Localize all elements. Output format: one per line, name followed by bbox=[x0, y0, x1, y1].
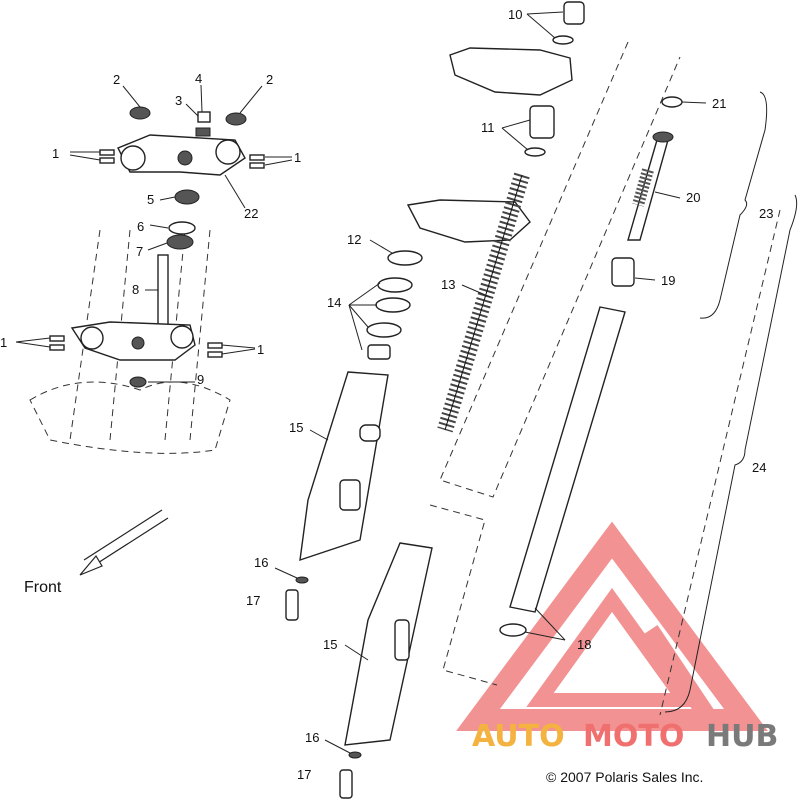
callout-17: 17 bbox=[246, 593, 260, 608]
leader-lines-left bbox=[15, 84, 293, 383]
callout-1: 1 bbox=[0, 335, 7, 350]
callout-2: 2 bbox=[113, 72, 120, 87]
callout-2: 2 bbox=[266, 72, 273, 87]
callout-labels: 1 1 1 1 2 2 3 4 5 6 7 8 9 10 11 12 13 14… bbox=[0, 7, 773, 782]
leader-lines-right bbox=[274, 11, 707, 754]
inner-tube bbox=[509, 306, 626, 613]
stem-lower-nut bbox=[129, 376, 147, 388]
slide-bushing bbox=[499, 623, 527, 637]
front-label: Front bbox=[24, 579, 62, 596]
upper-clamp-bolts-left bbox=[99, 149, 115, 164]
callout-15: 15 bbox=[289, 420, 303, 435]
wordmark-moto: MOTO bbox=[583, 719, 684, 754]
dust-wiper bbox=[387, 250, 423, 266]
callout-23: 23 bbox=[759, 206, 773, 221]
automotohub-logo bbox=[456, 521, 768, 731]
callout-19: 19 bbox=[661, 273, 675, 288]
callout-15: 15 bbox=[323, 637, 337, 652]
stem-nut bbox=[195, 127, 211, 137]
upper-clamp-right bbox=[449, 47, 573, 96]
callout-17: 17 bbox=[297, 767, 311, 782]
top-cap bbox=[563, 1, 585, 25]
clamp-nut-left bbox=[129, 106, 151, 120]
clamp-bore-left bbox=[120, 145, 146, 171]
stem-bore bbox=[177, 150, 193, 166]
front-arrow bbox=[79, 509, 169, 576]
bearing-lower bbox=[166, 234, 194, 250]
callout-3: 3 bbox=[175, 93, 182, 108]
callout-24: 24 bbox=[752, 460, 766, 475]
callout-14: 14 bbox=[327, 295, 341, 310]
stem-washer bbox=[197, 111, 211, 123]
clamp-bore-right bbox=[215, 139, 241, 165]
lower-clamp-bolts-right bbox=[207, 342, 223, 358]
fork-spring bbox=[437, 172, 530, 433]
callout-22: 22 bbox=[244, 206, 258, 221]
axle-bolt bbox=[285, 589, 299, 621]
upper-clamp-bolts-right bbox=[249, 154, 265, 169]
damper-rod bbox=[627, 139, 669, 241]
lower-fork-leg-upper bbox=[299, 371, 389, 562]
callout-7: 7 bbox=[136, 244, 143, 259]
top-cap-oring bbox=[552, 35, 574, 45]
bearing-upper bbox=[174, 189, 200, 205]
retaining-clip bbox=[661, 96, 683, 108]
spacer-bushing bbox=[529, 105, 555, 139]
steering-stem-shaft bbox=[157, 254, 169, 331]
callout-11: 11 bbox=[481, 120, 495, 135]
callout-9: 9 bbox=[197, 372, 204, 387]
wordmark-auto: AUTO bbox=[472, 719, 565, 754]
lower-fork-leg-lower bbox=[344, 542, 433, 746]
callout-13: 13 bbox=[441, 277, 455, 292]
callout-1: 1 bbox=[294, 150, 301, 165]
callout-16: 16 bbox=[305, 730, 319, 745]
callout-6: 6 bbox=[137, 219, 144, 234]
callout-12: 12 bbox=[347, 232, 361, 247]
callout-20: 20 bbox=[686, 190, 700, 205]
seal-2 bbox=[375, 297, 411, 313]
seal-3 bbox=[366, 322, 402, 338]
callout-10: 10 bbox=[508, 7, 522, 22]
dust-seal bbox=[168, 221, 196, 235]
steering-assembly bbox=[29, 106, 265, 454]
lower-clamp-bolts-left bbox=[49, 335, 65, 351]
seal-1 bbox=[377, 277, 413, 293]
callout-18: 18 bbox=[577, 637, 591, 652]
seal-bushing bbox=[367, 344, 391, 360]
callout-8: 8 bbox=[132, 282, 139, 297]
spring-seat bbox=[611, 257, 635, 287]
automotohub-wordmark: AUTO MOTO HUB bbox=[472, 719, 778, 754]
callout-16: 16 bbox=[254, 555, 268, 570]
callout-1: 1 bbox=[52, 146, 59, 161]
fork-cartridge-parts bbox=[285, 1, 798, 799]
copyright-notice: © 2007 Polaris Sales Inc. bbox=[546, 769, 703, 785]
wordmark-hub: HUB bbox=[706, 719, 778, 754]
callout-21: 21 bbox=[712, 96, 726, 111]
callout-1: 1 bbox=[257, 342, 264, 357]
callout-5: 5 bbox=[147, 192, 154, 207]
callout-4: 4 bbox=[195, 71, 202, 86]
drain-washer bbox=[295, 576, 309, 584]
clamp-nut-right bbox=[225, 112, 247, 126]
